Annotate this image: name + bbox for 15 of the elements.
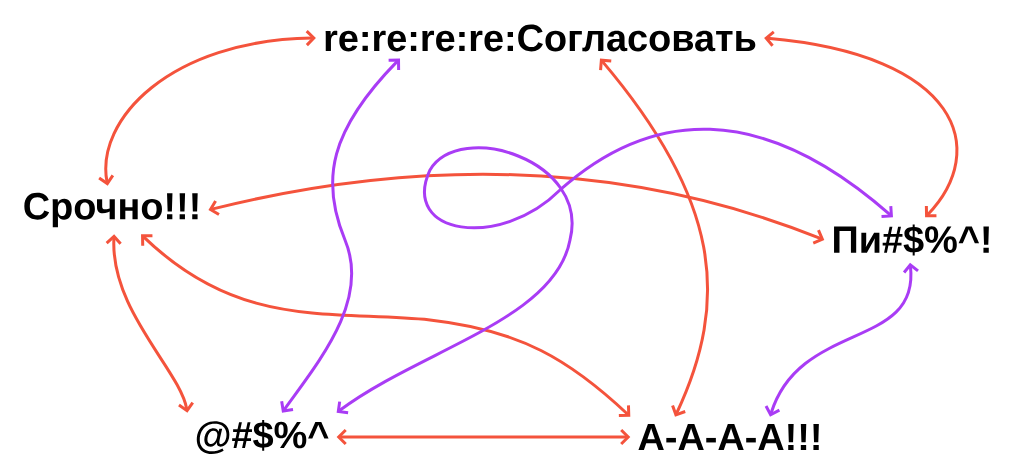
arrow — [764, 262, 919, 417]
text-label: А-А-А-А!!! — [638, 423, 819, 450]
text-label: Пи#$%^! — [834, 224, 989, 256]
arrow — [336, 428, 631, 446]
arrow — [105, 234, 194, 413]
arrow — [336, 128, 893, 415]
text-label: re:re:re:re:Согласовать — [325, 24, 756, 52]
text-label: @#$%^ — [196, 419, 329, 454]
arrow — [280, 58, 401, 413]
arrow — [141, 234, 631, 418]
arrow — [764, 30, 959, 218]
arrow — [599, 58, 709, 417]
arrow — [208, 172, 825, 245]
arrow — [98, 30, 316, 186]
text-label: Срочно!!! — [24, 192, 198, 228]
